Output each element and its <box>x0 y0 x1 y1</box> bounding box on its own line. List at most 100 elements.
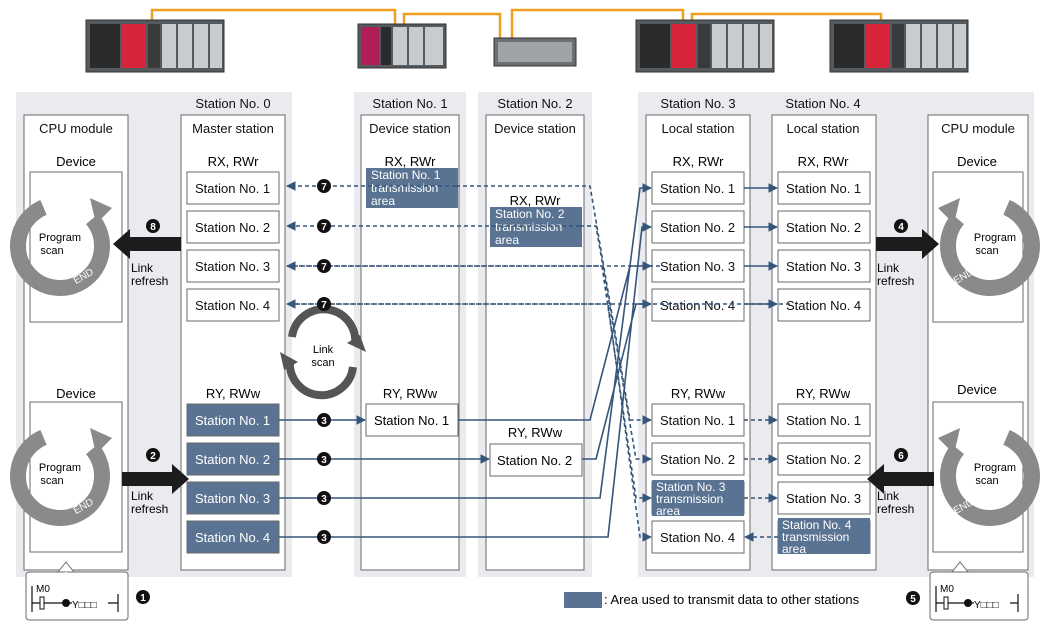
memory-cell <box>186 171 280 205</box>
link-refresh-arrow-8 <box>113 229 181 259</box>
device-label: Device <box>957 382 997 397</box>
link-refresh-arrows <box>113 229 939 494</box>
step-marker-3 <box>317 491 331 505</box>
legend-text: : Area used to transmit data to other st… <box>604 592 860 607</box>
memory-cell <box>777 403 871 437</box>
type-station-1: Device station <box>369 121 451 136</box>
link-refresh-label: refresh <box>131 274 168 288</box>
device-label: Device <box>56 386 96 401</box>
link-refresh-label: Link <box>131 489 154 503</box>
link-dashed-st4 <box>287 303 652 542</box>
link-refresh-arrow-4 <box>876 229 939 259</box>
dev2-ry-cell <box>489 443 583 477</box>
rx-rwr-heading: RX, RWr <box>385 154 436 169</box>
transmission-area-line: transmission <box>656 492 723 506</box>
step-marker-label: 7 <box>321 182 327 193</box>
station-headers: Station No. 0 Station No. 1 Station No. … <box>39 96 1015 136</box>
memory-cell <box>651 171 745 205</box>
memory-cell-label: Station No. 1 <box>786 413 861 428</box>
dev1-ry-label: Station No. 1 <box>374 413 449 428</box>
link-refresh-label: refresh <box>131 502 168 516</box>
step-marker-2 <box>146 448 160 462</box>
memory-cell-label: Station No. 3 <box>786 491 861 506</box>
step-marker-7 <box>317 259 331 273</box>
link-ry-master-st3 <box>279 183 652 499</box>
memory-cell-label: Station No. 4 <box>660 530 735 545</box>
plc-rack-station-0 <box>85 19 225 73</box>
ladder-coil-label: Y□□□ <box>72 600 97 611</box>
memory-cell-label: Station No. 1 <box>195 181 270 196</box>
device-label: Device <box>957 154 997 169</box>
memory-cell-label: Station No. 2 <box>786 220 861 235</box>
step-marker-label: 7 <box>321 300 327 311</box>
memory-cell <box>651 520 745 554</box>
link-refresh-arrow-2 <box>122 464 189 494</box>
transmission-area-line: Station No. 4 <box>782 518 852 532</box>
memory-cell <box>186 249 280 283</box>
step-marker-label: 3 <box>321 416 327 427</box>
memory-cell <box>777 171 871 205</box>
scan-label: scan <box>40 245 63 257</box>
step-marker-label: 3 <box>321 494 327 505</box>
memory-cell-label: Station No. 4 <box>195 298 270 313</box>
scan-label: scan <box>975 475 998 487</box>
ladder-callout-left: M0 Y□□□ <box>25 561 129 621</box>
transmission-area-line: area <box>656 504 680 518</box>
legend-swatch <box>564 592 602 608</box>
ladder-contact-label: M0 <box>36 584 50 595</box>
transmission-area-line: Station No. 2 <box>495 207 565 221</box>
memory-cell-label: Station No. 1 <box>660 413 735 428</box>
memory-cell-label: Station No. 2 <box>786 452 861 467</box>
step-marker-7 <box>317 297 331 311</box>
type-station-4: Local station <box>787 121 860 136</box>
memory-cell-label: Station No. 3 <box>660 259 735 274</box>
transmission-area-line: transmission <box>782 530 849 544</box>
memory-cell <box>651 249 745 283</box>
ry-rww-heading: RY, RWw <box>671 386 726 401</box>
callout-pointer <box>951 561 969 573</box>
ry-rww-heading: RY, RWw <box>508 425 563 440</box>
rx-rwr-heading: RX, RWr <box>510 193 561 208</box>
step-marker-label: 7 <box>321 222 327 233</box>
step-marker-label: 3 <box>321 533 327 544</box>
step-marker-7 <box>317 179 331 193</box>
ladder-callout-right: M0 Y□□□ <box>929 561 1029 621</box>
memory-cell <box>777 210 871 244</box>
scan-ring-arc <box>10 426 110 526</box>
plc-device-station-1 <box>357 23 447 69</box>
legend: : Area used to transmit data to other st… <box>564 592 860 608</box>
transmission-area-st1 <box>366 168 458 208</box>
scan-ring-arrowhead <box>938 428 960 454</box>
ry-rww-heading: RY, RWw <box>206 386 261 401</box>
step-marker-7 <box>317 219 331 233</box>
memory-cell <box>186 288 280 322</box>
step-marker-label: 3 <box>321 455 327 466</box>
rx-rwr-heading: RX, RWr <box>208 154 259 169</box>
step-marker-label: 5 <box>910 594 916 605</box>
callout-pointer <box>57 561 75 573</box>
memory-cell <box>186 210 280 244</box>
scan-ring-arc <box>940 196 1040 296</box>
ry-rww-heading: RY, RWw <box>383 386 438 401</box>
link-scan-label: Link <box>313 344 334 356</box>
program-label: Program <box>39 462 81 474</box>
column-station-2 <box>485 114 585 571</box>
ladder-contact-label: M0 <box>940 584 954 595</box>
network-topology <box>85 8 969 73</box>
link-refresh-label: Link <box>877 489 900 503</box>
plc-rack-station-4 <box>829 19 969 73</box>
scan-label: scan <box>40 475 63 487</box>
rx-rwr-heading: RX, RWr <box>798 154 849 169</box>
scan-ring-arrowhead <box>938 198 960 224</box>
ladder-contact <box>39 596 45 610</box>
link-refresh-label: Link <box>131 261 154 275</box>
ladder-coil <box>62 599 70 607</box>
dev2-ry-label: Station No. 2 <box>497 453 572 468</box>
memory-cell <box>186 442 280 476</box>
link-ry-master-st4 <box>279 222 652 538</box>
memory-cell-label: Station No. 1 <box>786 181 861 196</box>
type-cpu-right: CPU module <box>941 121 1015 136</box>
device-transmission-areas: Station No. 1 transmission area Station … <box>366 168 582 247</box>
memory-cell-label: Station No. 2 <box>195 452 270 467</box>
